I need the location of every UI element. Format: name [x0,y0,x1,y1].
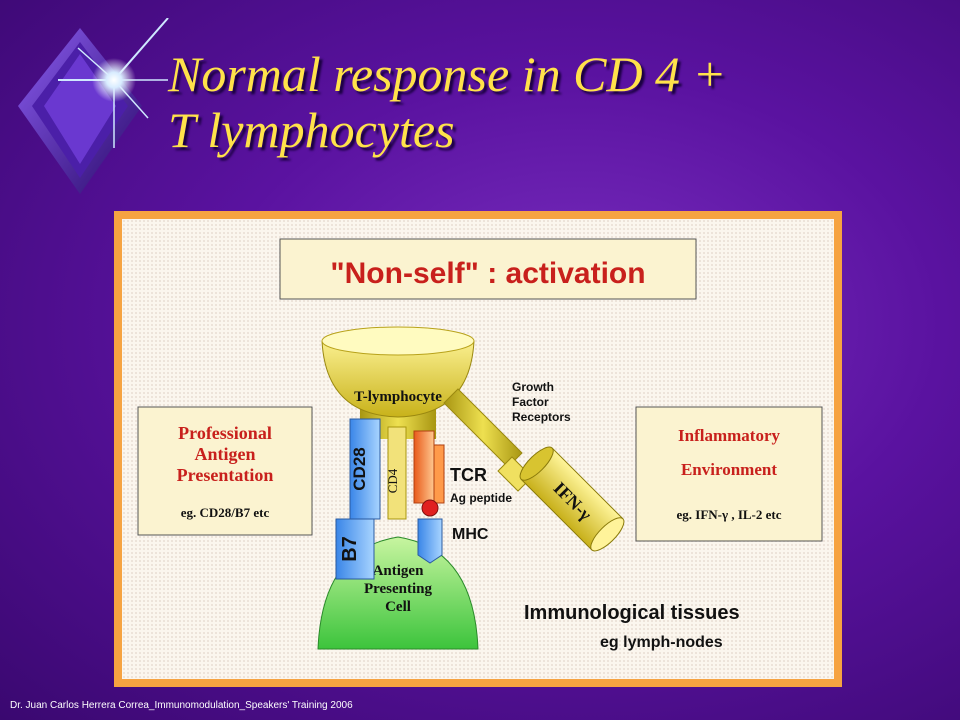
t-cell-label: T-lymphocyte [354,389,442,405]
apc-line-3: Cell [385,599,411,615]
gfr-line-2: Factor [512,395,549,409]
mhc-molecule: MHC [417,518,489,564]
professional-antigen-box: Professional Antigen Presentation eg. CD… [137,406,313,536]
gfr-line-1: Growth [512,380,554,394]
t-lymphocyte: T-lymphocyte [321,326,475,439]
title-line-1: Normal response in CD 4 + [168,46,727,102]
left-box-line-1: Professional [178,423,272,443]
inflammatory-environment-box: Inflammatory Environment eg. IFN-γ , IL-… [635,406,823,542]
title-line-2: T lymphocytes [168,102,455,158]
cd28-receptor: CD28 [349,418,381,520]
left-box-example: eg. CD28/B7 etc [181,505,270,520]
right-box-example: eg. IFN-γ , IL-2 etc [677,507,782,522]
tcr-label: TCR [450,465,487,485]
cd4-label: CD4 [385,468,400,493]
header-text: "Non-self" : activation [330,257,645,290]
ag-peptide-label: Ag peptide [450,491,512,505]
slide-title: Normal response in CD 4 + T lymphocytes [168,46,928,158]
b7-label: B7 [339,536,361,562]
tcr-receptor: TCR [413,430,487,504]
gfr-line-3: Receptors [512,410,571,424]
footer-credit: Dr. Juan Carlos Herrera Correa_Immunomod… [10,700,353,711]
diagram-frame: "Non-self" : activation Professional Ant… [114,211,842,687]
header-box: "Non-self" : activation [279,238,697,300]
ifn-gamma-cytokine: IFN-γ [519,446,625,552]
cd28-label: CD28 [350,447,369,490]
tissue-caption-line-2: eg lymph-nodes [600,634,723,651]
left-box-line-3: Presentation [177,465,274,485]
apc-line-2: Presenting [364,581,433,597]
cd4-coreceptor: CD4 [385,426,407,520]
left-box-line-2: Antigen [194,444,255,464]
diagram-canvas: "Non-self" : activation Professional Ant… [122,219,834,679]
mhc-label: MHC [452,526,489,543]
right-box-line-1: Inflammatory [678,426,780,445]
right-box-line-2: Environment [681,460,777,479]
growth-factor-receptor: Growth Factor Receptors [443,380,571,492]
tissue-caption-line-1: Immunological tissues [524,602,740,624]
antigen-peptide: Ag peptide [421,491,512,517]
apc-line-1: Antigen [373,563,424,579]
b7-ligand: B7 [335,518,375,580]
star-diamond-logo [18,17,178,198]
